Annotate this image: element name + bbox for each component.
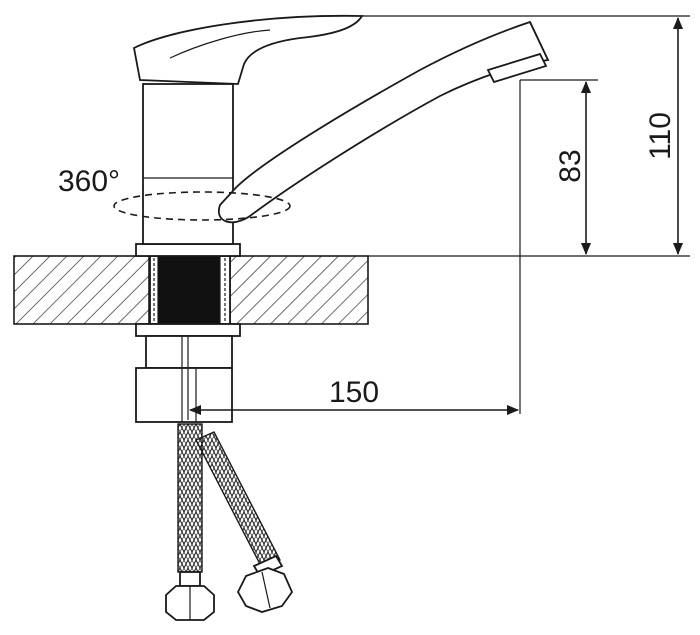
spout-reach-label: 150 [329, 376, 379, 409]
dimension-total-height: 110 [362, 15, 690, 257]
lever-handle [132, 14, 364, 85]
base-flange [135, 243, 241, 257]
countertop-section [13, 255, 369, 325]
total-height-label: 110 [644, 112, 677, 160]
rotation-indicator [113, 191, 291, 221]
spout [217, 20, 550, 224]
spout-height-label: 83 [554, 149, 587, 182]
aerator [486, 52, 548, 84]
rotation-label: 360° [58, 165, 120, 198]
supply-hose-right [195, 431, 294, 613]
threaded-shank [149, 255, 231, 325]
supply-hose-left [165, 423, 215, 621]
dimension-spout-height: 83 [520, 79, 598, 255]
dimension-spout-reach: 150 [187, 80, 521, 420]
